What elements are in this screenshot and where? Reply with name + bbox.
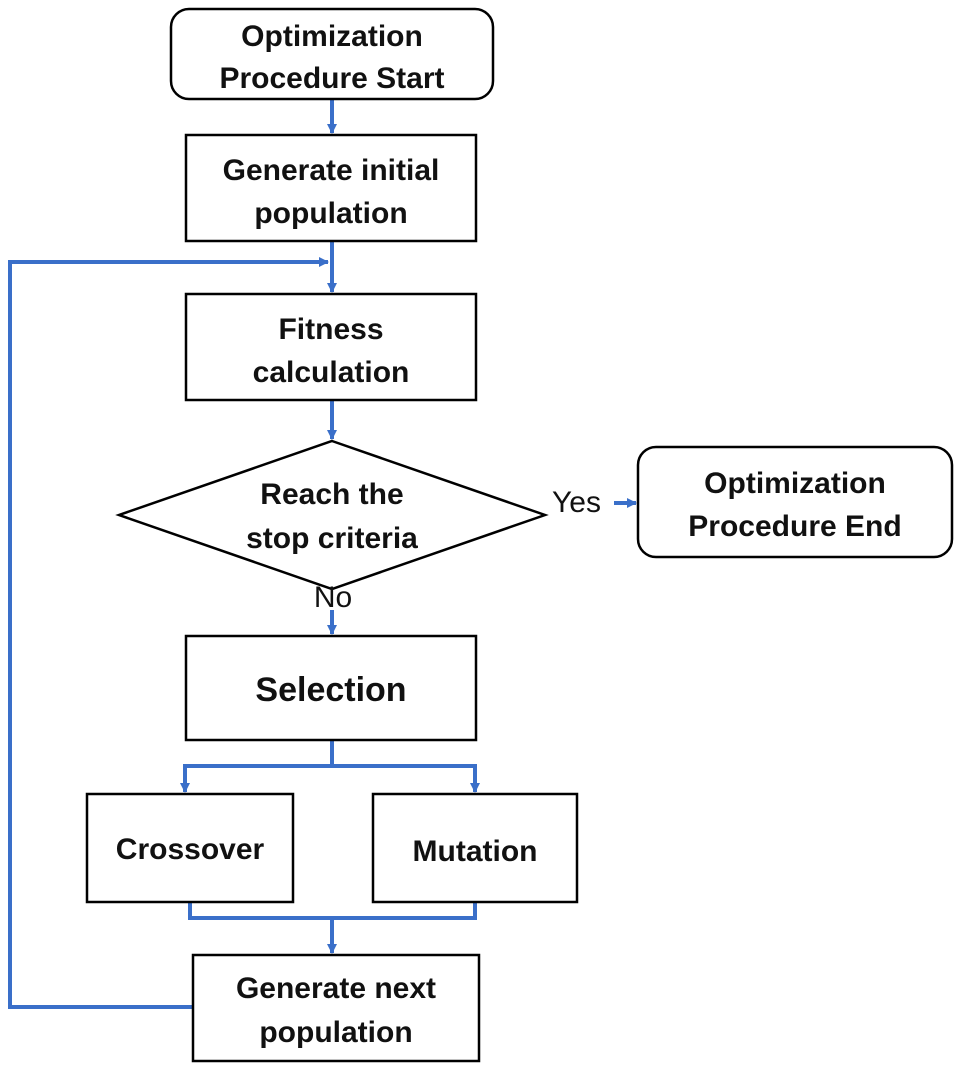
next-population-line-2: population — [259, 1016, 412, 1049]
node-start: Optimization Procedure Start — [169, 7, 495, 101]
split-line-mutation — [332, 764, 480, 793]
selection-label: Selection — [255, 671, 406, 709]
mutation-box — [371, 792, 579, 904]
fitness-box — [184, 292, 478, 402]
decision-diamond — [115, 439, 549, 591]
node-crossover: Crossover — [85, 792, 295, 904]
connectors — [8, 100, 637, 1009]
init-population-line-2: population — [254, 197, 407, 230]
node-decision: Reach the stop criteria — [115, 439, 549, 591]
node-fitness: Fitness calculation — [184, 292, 478, 402]
node-mutation: Mutation — [371, 792, 579, 904]
next-population-line-1: Generate next — [236, 972, 436, 1005]
decision-line-1: Reach the — [260, 478, 403, 511]
end-line-1: Optimization — [704, 467, 886, 500]
fitness-line-2: calculation — [253, 356, 410, 389]
crossover-box — [85, 792, 295, 904]
split-line-selection — [180, 740, 334, 793]
decision-line-2: stop criteria — [246, 522, 418, 555]
mutation-label: Mutation — [413, 835, 538, 868]
node-selection: Selection — [184, 634, 478, 742]
init-population-box — [184, 133, 478, 243]
end-terminal-box — [636, 445, 954, 559]
edge-label-yes: Yes — [552, 486, 601, 519]
merge-line — [188, 902, 477, 920]
start-line-1: Optimization — [241, 20, 423, 53]
edge-label-no: No — [314, 581, 352, 614]
selection-box — [184, 634, 478, 742]
fitness-line-1: Fitness — [278, 313, 383, 346]
start-line-2: Procedure Start — [219, 62, 444, 95]
end-line-2: Procedure End — [688, 510, 901, 543]
start-terminal-box — [169, 7, 495, 101]
node-end: Optimization Procedure End — [636, 445, 954, 559]
init-population-line-1: Generate initial — [223, 154, 440, 187]
next-population-box — [191, 953, 481, 1063]
node-init-population: Generate initial population — [184, 133, 478, 243]
loop-back-line — [8, 257, 329, 1009]
crossover-label: Crossover — [116, 833, 265, 866]
node-next-population: Generate next population — [191, 953, 481, 1063]
